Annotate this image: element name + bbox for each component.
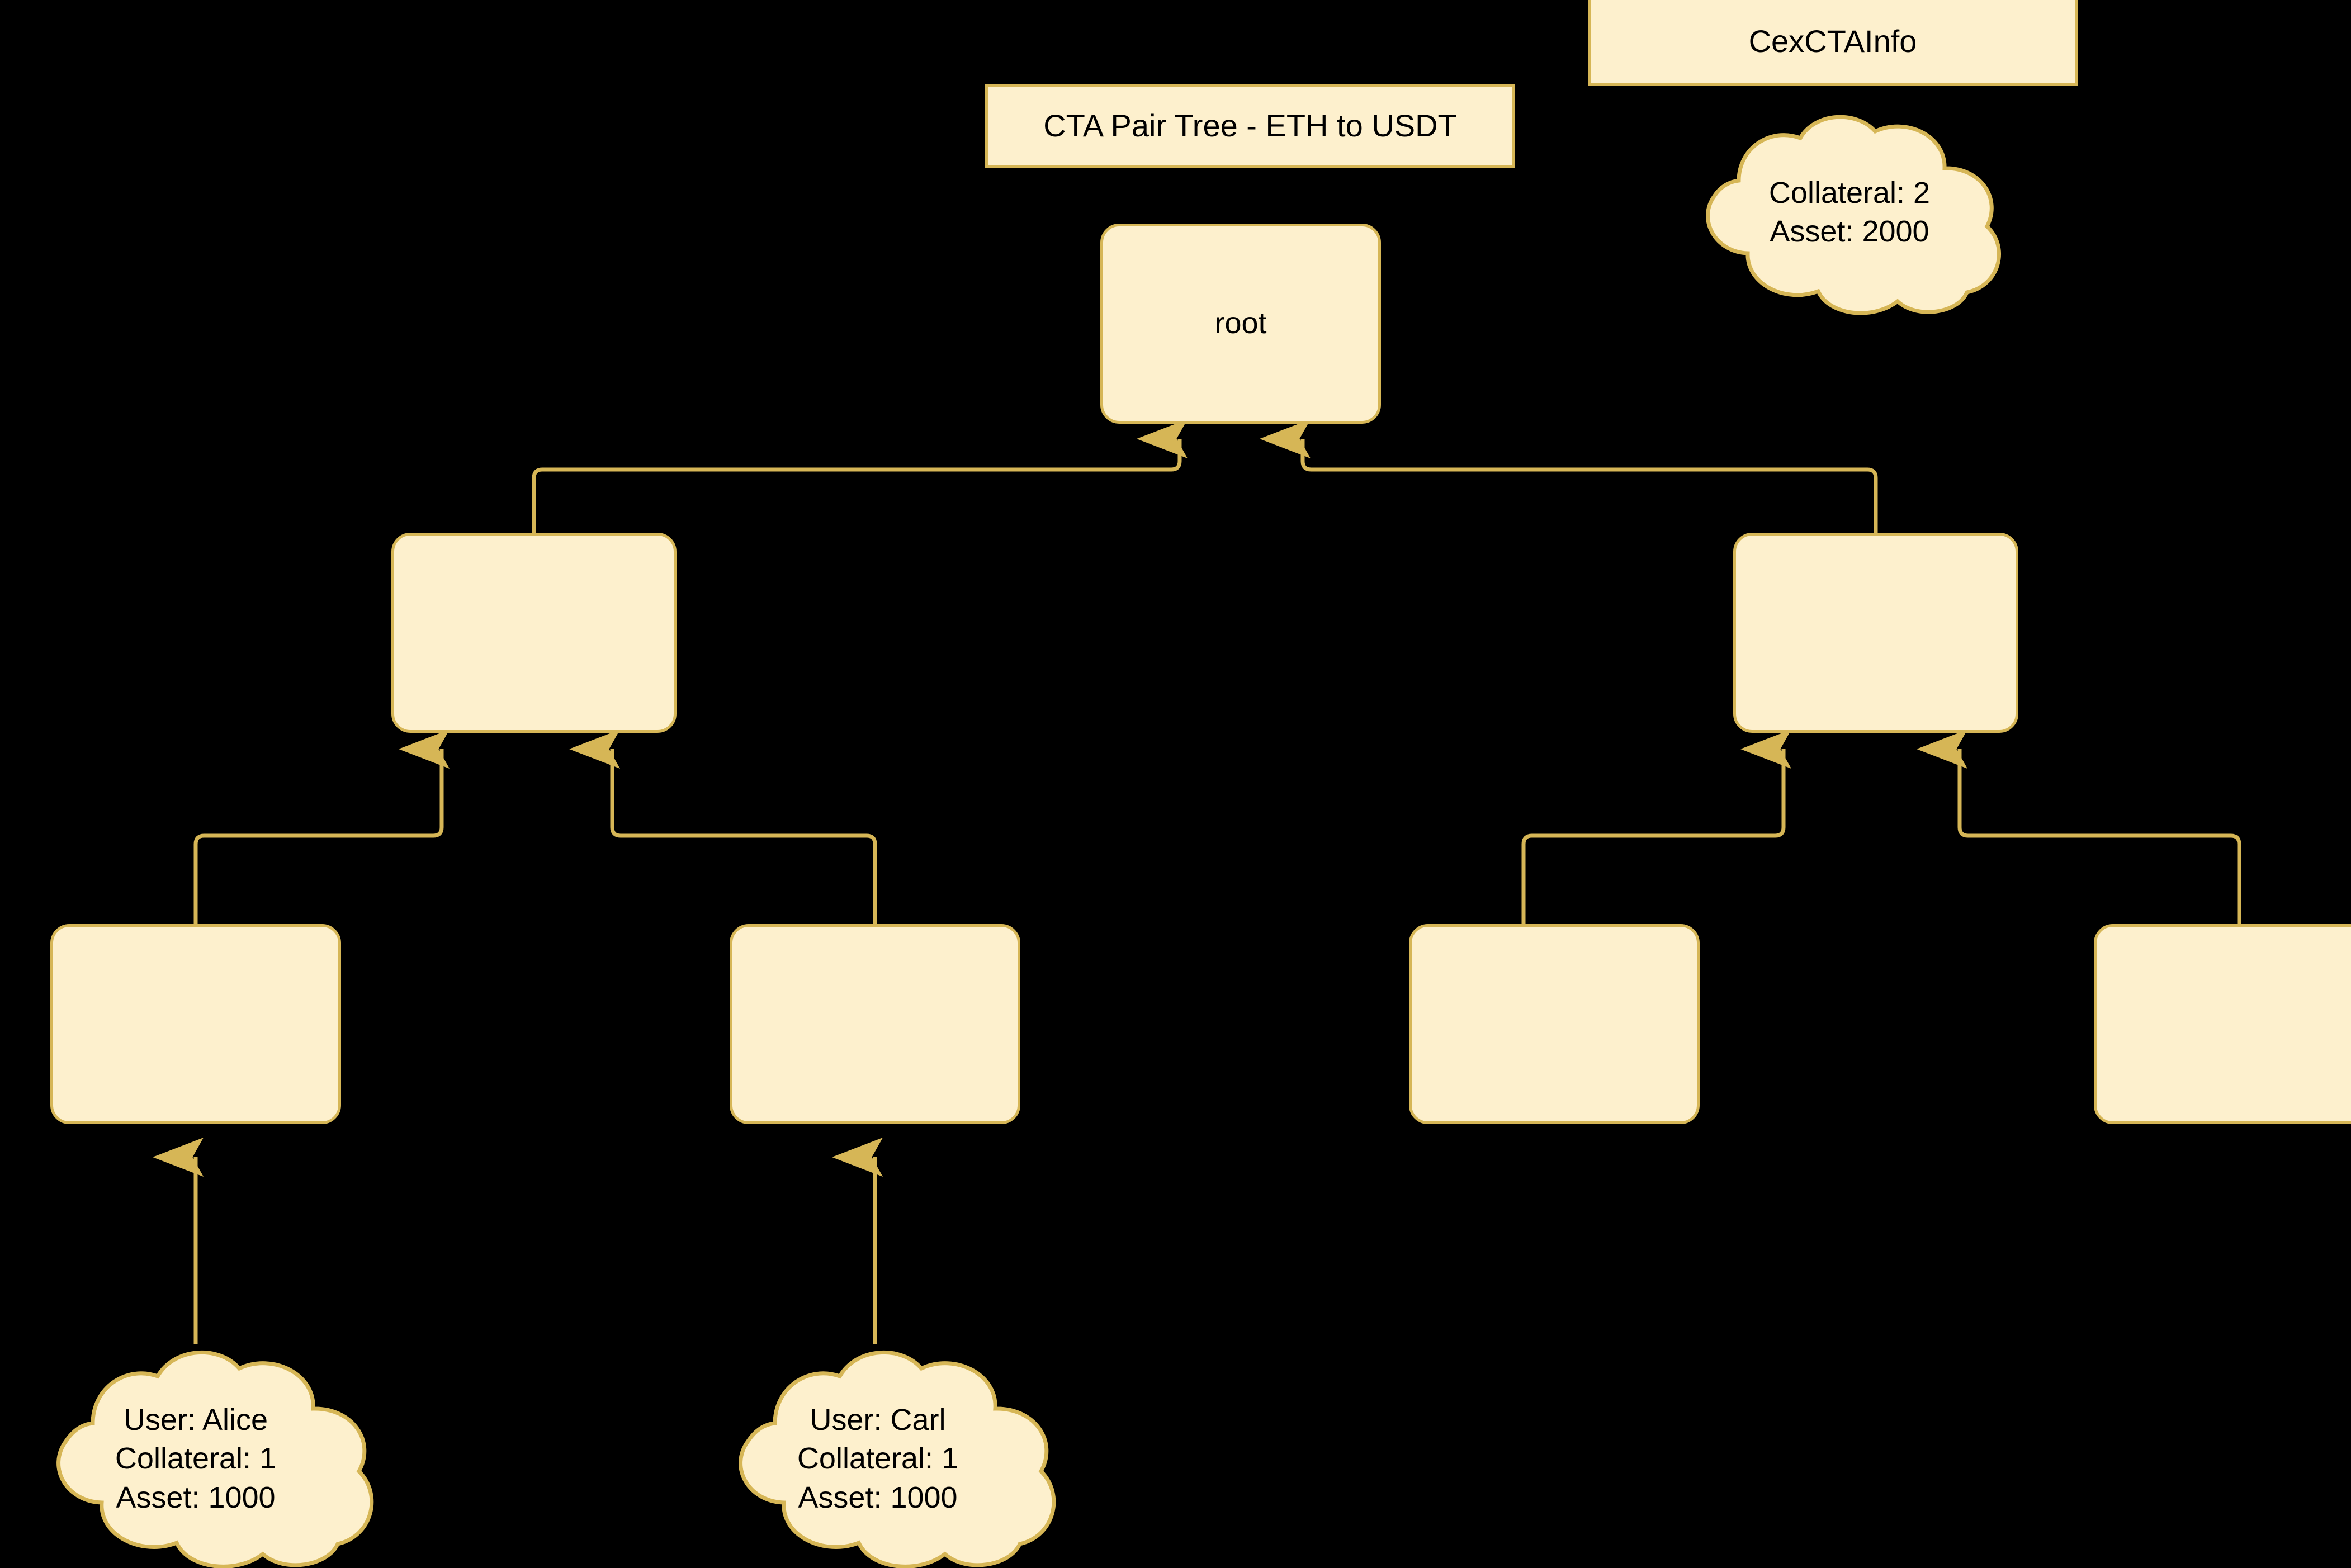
- tree-node-leaf-2[interactable]: [730, 924, 1020, 1124]
- cex-cta-info-title-box: CexCTAInfo: [1588, 0, 2078, 86]
- tree-node-mid-left[interactable]: [391, 533, 677, 733]
- cex-cta-info-cloud-text: Collateral: 2 Asset: 2000: [1768, 176, 1931, 248]
- diagram-title-text: CTA Pair Tree - ETH to USDT: [1043, 108, 1457, 143]
- edge-leaf-1-to-mid-left: [193, 729, 450, 925]
- cloud-shape: [56, 1351, 374, 1568]
- user-cloud-alice-text: User: Alice Collateral: 1 Asset: 1000: [115, 1403, 277, 1514]
- user-cloud-alice[interactable]: User: Alice Collateral: 1 Asset: 1000: [11, 1342, 380, 1568]
- diagram-title-box: CTA Pair Tree - ETH to USDT: [985, 84, 1515, 168]
- cex-cta-info-title-text: CexCTAInfo: [1748, 23, 1917, 59]
- edge-mid-right-to-root: [1260, 419, 1878, 534]
- tree-node-leaf-1[interactable]: [50, 924, 341, 1124]
- user-cloud-carl[interactable]: User: Carl Collateral: 1 Asset: 1000: [693, 1342, 1062, 1568]
- tree-node-root[interactable]: root: [1100, 224, 1381, 424]
- tree-node-leaf-3[interactable]: [1409, 924, 1700, 1124]
- cex-cta-info-cloud: Collateral: 2 Asset: 2000: [1654, 109, 2045, 316]
- cloud-shape: [739, 1351, 1056, 1568]
- tree-node-leaf-4[interactable]: [2094, 924, 2351, 1124]
- user-cloud-carl-text: User: Carl Collateral: 1 Asset: 1000: [797, 1403, 959, 1514]
- tree-node-mid-right[interactable]: [1733, 533, 2018, 733]
- edge-leaf-2-to-mid-left: [569, 729, 877, 925]
- edge-mid-left-to-root: [532, 419, 1188, 534]
- tree-node-root-label: root: [1214, 306, 1267, 340]
- edge-leaf-4-to-mid-right: [1917, 729, 2241, 925]
- cloud-shape: [1706, 115, 2001, 315]
- edge-leaf-3-to-mid-right: [1521, 729, 1791, 925]
